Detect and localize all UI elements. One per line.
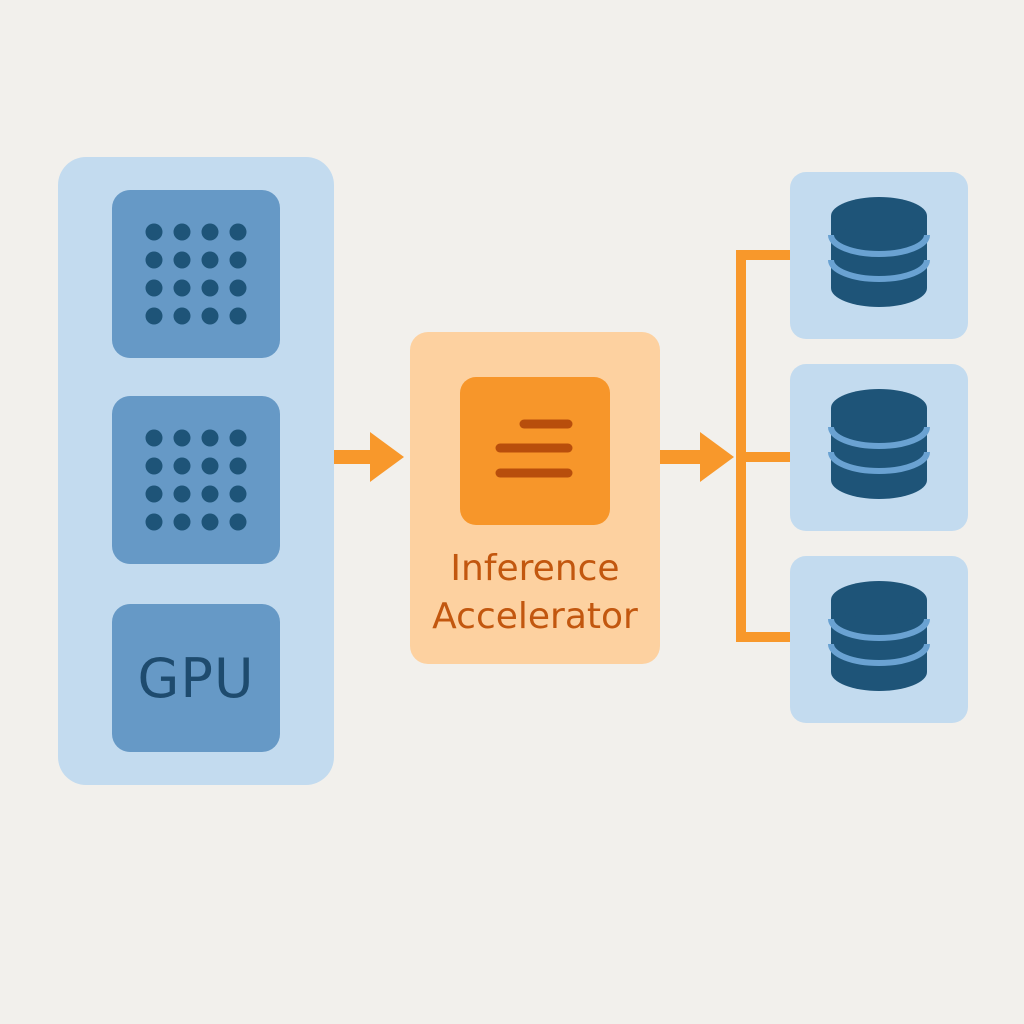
database-icon [828,389,930,499]
storage-node-3 [790,556,968,723]
arrow-shaft-right [660,450,706,464]
compute-tile-2 [112,396,280,564]
gpu-tile: GPU [112,604,280,752]
gpu-label: GPU [137,646,255,710]
menu-lines-icon [495,419,573,478]
storage-node-1 [790,172,968,339]
accelerator-label-line2: Accelerator [432,596,638,637]
compute-tile-1 [112,190,280,358]
arrow-head-left [370,432,404,482]
accelerator-label: Inference Accelerator [410,545,660,641]
accelerator-chip [460,377,610,525]
arrow-shaft-left [334,450,378,464]
dot-grid-icon [145,429,247,531]
storage-node-2 [790,364,968,531]
database-icon [828,581,930,691]
accelerator-label-line1: Inference [450,548,620,589]
database-icon [828,197,930,307]
arrow-head-right [700,432,734,482]
dot-grid-icon [145,223,247,325]
